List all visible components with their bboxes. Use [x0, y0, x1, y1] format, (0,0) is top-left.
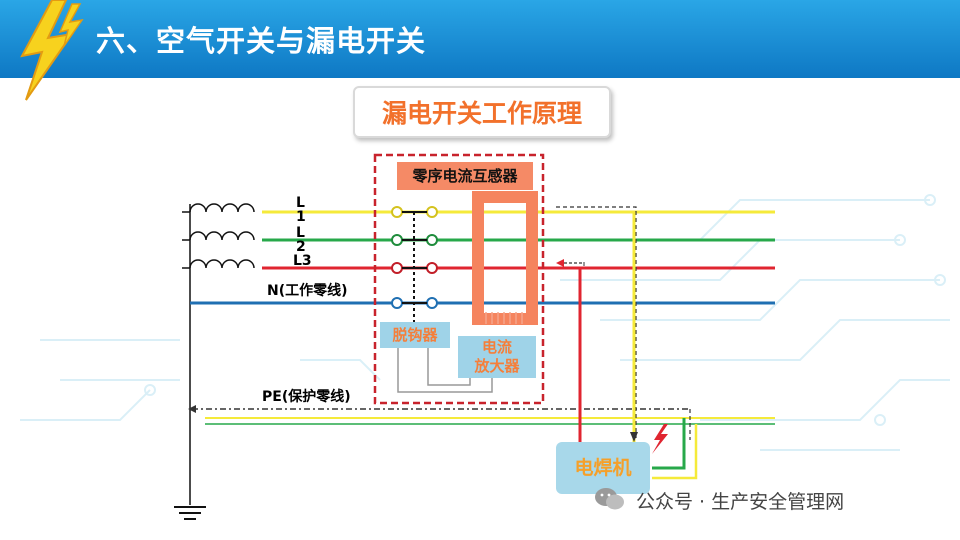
transformer-core: [472, 191, 538, 325]
leakage-switch-frame: [373, 153, 545, 405]
diagram-title: 漏电开关工作原理: [381, 99, 582, 128]
label-l1: L 1: [296, 195, 306, 225]
label-l2: L 2: [296, 225, 306, 255]
switch-contacts: [391, 206, 438, 309]
label-neutral: N(工作零线): [267, 283, 348, 299]
trip-device-label: 脱钩器: [380, 322, 450, 348]
ground-icon: [174, 506, 206, 520]
lightning-icon: [20, 0, 84, 101]
leakage-spark-icon: [652, 424, 668, 454]
zero-sequence-ct-label: 零序电流互感器: [397, 162, 533, 190]
current-amplifier-label: 电流 放大器: [458, 336, 536, 378]
header-bar: [0, 0, 960, 78]
watermark-text: 公众号 · 生产安全管理网: [636, 491, 845, 513]
label-pe: PE(保护零线): [262, 389, 351, 405]
circuit-decoration: [20, 194, 950, 451]
welder-label: 电焊机: [556, 442, 650, 494]
transformer-coils: [182, 203, 255, 505]
page-title: 六、空气开关与漏电开关: [96, 24, 427, 58]
label-l3: L3: [293, 253, 312, 269]
diagram-title-box: 漏电开关工作原理: [353, 86, 611, 138]
wechat-icon: [595, 488, 624, 510]
